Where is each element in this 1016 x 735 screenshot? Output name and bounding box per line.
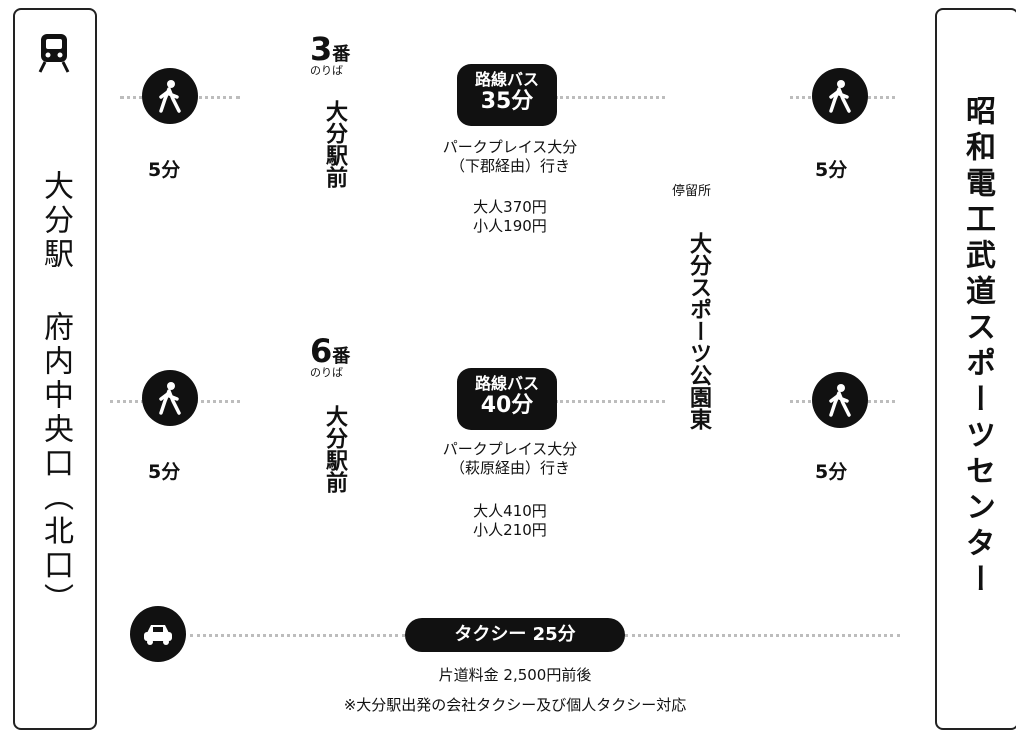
walking-person-icon [142,68,198,124]
route1-walk-before: 5分 [148,159,181,181]
stop-label: 停留所 [672,184,712,199]
stop-name: 大分スポーツ公園東 [686,232,711,430]
route1-fares: 大人370円 小人190円 [440,198,580,236]
route2-platform-label: のりば [310,366,343,379]
destination-title: 昭和電工武道スポーツセンター [960,95,995,599]
route1-fare-adult: 大人370円 [473,198,547,216]
route2-stop-name: 大分駅前 [322,405,347,493]
route2-bus-time: 40分 [480,393,534,419]
route2-platform: 6番 のりば [310,332,350,380]
walking-person-icon [812,68,868,124]
route1-bus-badge: 路線バス 35分 [457,64,557,126]
route1-fare-child: 小人190円 [473,216,547,235]
taxi-badge: タクシー 25分 [405,618,625,652]
route1-platform-number: 3 [310,30,333,68]
route1-destination-line2: （下郡経由）行き [449,156,570,175]
route2-destination-line1: パークプレイス大分 [442,440,578,458]
walking-person-icon [142,370,198,426]
route2-platform-suffix: 番 [332,346,351,367]
taxi-line-right [625,634,900,637]
route1-platform-label: のりば [310,64,343,77]
route2-fare-child: 小人210円 [473,520,547,539]
route2-destination-line2: （萩原経由）行き [449,458,570,477]
route1-destination: パークプレイス大分 （下郡経由）行き [415,138,605,176]
route2-line-mid [555,400,665,403]
route1-walk-after: 5分 [815,159,848,181]
route2-destination: パークプレイス大分 （萩原経由）行き [415,440,605,478]
route2-bus-label: 路線バス [474,374,539,393]
destination-box: 昭和電工武道スポーツセンター [935,8,1016,730]
route2-platform-number: 6 [310,332,333,370]
route1-platform: 3番 のりば [310,30,350,78]
walking-person-icon [812,372,868,428]
taxi-fare: 片道料金 2,500円前後 [438,666,592,684]
route1-line-mid [555,96,665,99]
route2-walk-before: 5分 [148,461,181,483]
route1-platform-suffix: 番 [332,44,351,65]
route1-bus-label: 路線バス [474,70,539,89]
train-icon [37,32,71,78]
route1-bus-time: 35分 [480,89,534,115]
route2-fare-adult: 大人410円 [473,502,547,520]
taxi-line-left [190,634,405,637]
route2-bus-badge: 路線バス 40分 [457,368,557,430]
route1-stop-name: 大分駅前 [322,100,347,188]
origin-title: 大分駅 府内中央口（北口） [38,170,73,617]
taxi-icon [130,606,186,662]
origin-box: 大分駅 府内中央口（北口） [13,8,97,730]
route2-fares: 大人410円 小人210円 [440,502,580,540]
route1-destination-line1: パークプレイス大分 [442,138,578,156]
route2-walk-after: 5分 [815,461,848,483]
taxi-note: ※大分駅出発の会社タクシー及び個人タクシー対応 [343,696,687,714]
